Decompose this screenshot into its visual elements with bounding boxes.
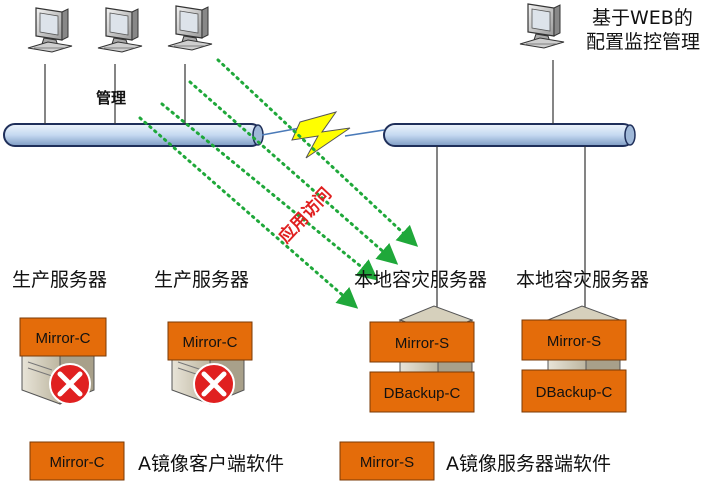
legend-client-description: A镜像客户端软件 [138, 453, 284, 475]
legend: Mirror-C A镜像客户端软件 Mirror-S A镜像服务器端软件 [29, 441, 611, 481]
prod-server-2-label: 生产服务器 [154, 269, 249, 291]
workstation-icon [167, 5, 213, 51]
prod-server-1-label: 生产服务器 [12, 269, 107, 291]
management-label: 管理 [96, 89, 126, 107]
right-network-bus [383, 123, 636, 147]
dbackup-client-box-label: DBackup-C [536, 384, 613, 401]
legend-client-box [29, 441, 125, 481]
fault-x-icon [193, 363, 235, 405]
mirror-client-box-label: Mirror-C [183, 334, 238, 351]
dr-server-1-label: 本地容灾服务器 [354, 269, 487, 291]
left-network-bus [3, 123, 264, 147]
legend-server-box [339, 441, 435, 481]
dr-server-2-label: 本地容灾服务器 [516, 269, 649, 291]
application-access-label: 应用访问 [274, 183, 336, 247]
fault-x-icon [49, 363, 91, 405]
dbackup-client-box-label: DBackup-C [384, 385, 461, 402]
mirror-server-box-label: Mirror-S [547, 333, 601, 350]
workstation-icon [97, 7, 143, 53]
legend-server-box-label: Mirror-S [360, 454, 414, 471]
web-monitor-label-line1: 基于WEB的 [592, 7, 693, 29]
mirror-client-box [167, 321, 253, 361]
dbackup-client-box [521, 369, 627, 413]
dr-server-1: Mirror-S DBackup-C [369, 305, 475, 413]
mirror-client-box-label: Mirror-C [36, 330, 91, 347]
wan-link [261, 111, 385, 159]
mirror-server-box [369, 321, 475, 363]
mirror-server-box-label: Mirror-S [395, 335, 449, 352]
mirror-server-box [521, 319, 627, 361]
production-server-1: Mirror-C [19, 317, 107, 405]
lightning-bolt-icon [291, 111, 351, 159]
dbackup-client-box [369, 371, 475, 413]
web-monitor-label-line2: 配置监控管理 [586, 31, 700, 53]
legend-server-description: A镜像服务器端软件 [446, 453, 611, 475]
dr-server-2: Mirror-S DBackup-C [521, 305, 627, 413]
workstation-icon [519, 3, 565, 49]
mirror-client-box [19, 317, 107, 357]
production-server-2: Mirror-C [167, 321, 253, 405]
application-access-arrows [138, 58, 419, 309]
legend-client-box-label: Mirror-C [50, 454, 105, 471]
workstation-icon [27, 7, 73, 53]
